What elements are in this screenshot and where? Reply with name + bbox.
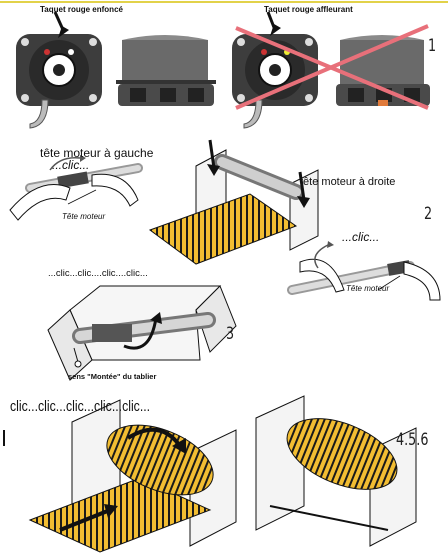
label-tete-moteur-left: Tête moteur	[62, 212, 106, 221]
shutter-rolled-illustration	[255, 395, 417, 547]
label-taquet-enfonce: Taquet rouge enfoncé	[40, 5, 123, 14]
step-number-2: 2	[424, 204, 433, 224]
tube-crank-illustration	[47, 285, 237, 381]
label-tete-moteur-right: Tête moteur	[346, 284, 390, 293]
label-clic-sequence-bottom: clic...clic...clic...clic...clic...	[10, 398, 151, 415]
label-sens-montee: sens "Montée" du tablier	[68, 372, 157, 381]
tube-right-illustration	[287, 241, 441, 301]
label-clic-right: ...clic...	[342, 230, 380, 244]
label-tete-droite: tête moteur à droite	[300, 176, 396, 188]
motor-bracket-pressed	[16, 11, 102, 129]
label-taquet-affleurant: Taquet rouge affleurant	[264, 5, 353, 14]
motor-tube-pressed	[116, 35, 216, 106]
shutter-assembly	[148, 139, 319, 265]
wrong-cross	[235, 24, 429, 110]
label-clic-sequence-top: ...clic...clic....clic....clic...	[48, 268, 148, 279]
step-number-4-5-6: 4.5.6	[396, 430, 429, 450]
shutter-rolling-illustration	[28, 399, 237, 553]
step-number-1: 1	[428, 36, 437, 56]
motor-tube-flush	[336, 35, 430, 106]
motor-bracket-flush	[232, 11, 318, 129]
tube-left-illustration	[9, 155, 143, 221]
label-clic-left: ...clic...	[52, 158, 90, 172]
step-number-3: 3	[226, 324, 235, 344]
label-tete-gauche: tête moteur à gauche	[40, 146, 154, 160]
